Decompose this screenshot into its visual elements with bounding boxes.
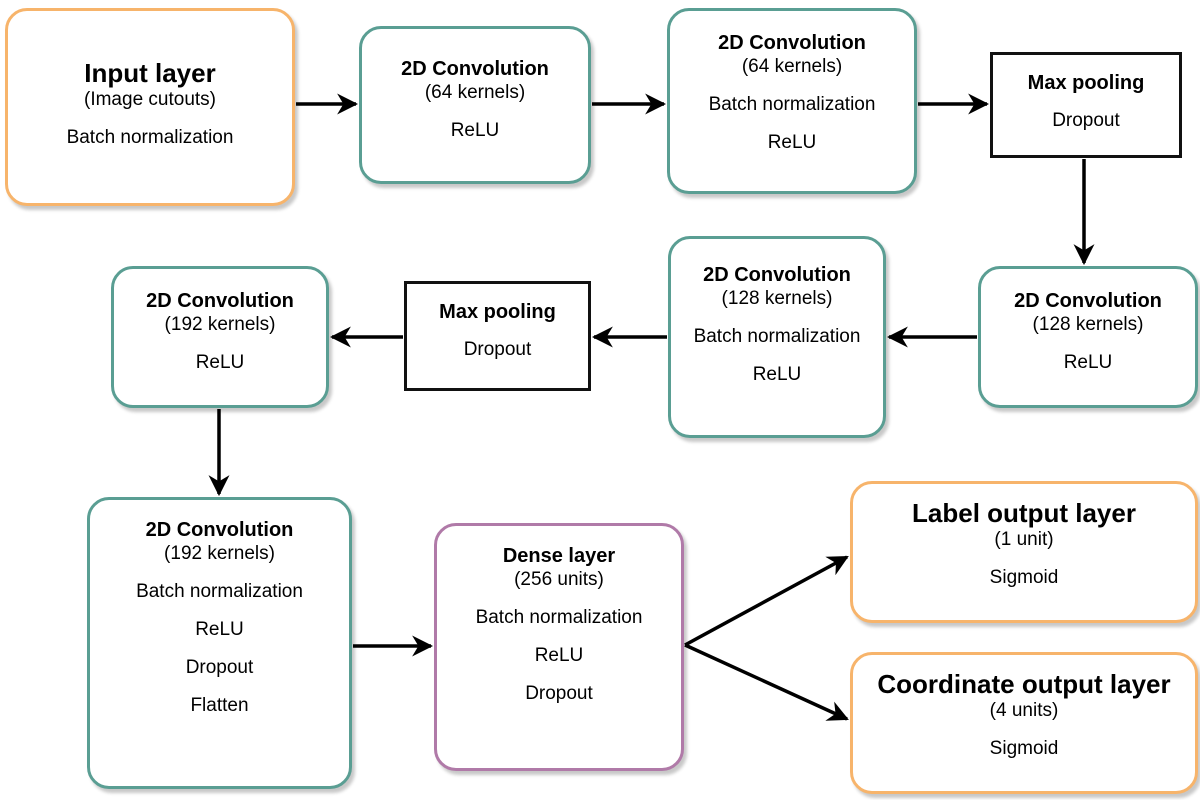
dense-layer-batchnorm: Batch normalization bbox=[475, 607, 643, 628]
coordinate-output-units: (4 units) bbox=[989, 700, 1059, 721]
dense-layer-activation: ReLU bbox=[534, 645, 584, 666]
conv2-node: 2D Convolution (64 kernels) Batch normal… bbox=[667, 8, 917, 194]
conv1-kernels: (64 kernels) bbox=[424, 82, 526, 103]
label-output-activation: Sigmoid bbox=[989, 567, 1059, 588]
conv1-activation: ReLU bbox=[450, 120, 500, 141]
conv2-activation: ReLU bbox=[767, 132, 817, 153]
label-output-layer-node: Label output layer (1 unit) Sigmoid bbox=[850, 481, 1198, 623]
conv2-batchnorm: Batch normalization bbox=[708, 94, 876, 115]
conv4-title: 2D Convolution bbox=[703, 264, 851, 286]
maxpool2-node: Max pooling Dropout bbox=[404, 281, 591, 391]
conv6-dropout: Dropout bbox=[185, 657, 254, 678]
coordinate-output-activation: Sigmoid bbox=[989, 738, 1059, 759]
dense-layer-node: Dense layer (256 units) Batch normalizat… bbox=[434, 523, 684, 771]
conv6-flatten: Flatten bbox=[190, 695, 249, 716]
conv5-activation: ReLU bbox=[195, 352, 245, 373]
conv2-title: 2D Convolution bbox=[718, 32, 866, 54]
conv5-node: 2D Convolution (192 kernels) ReLU bbox=[111, 266, 329, 408]
conv4-kernels: (128 kernels) bbox=[721, 288, 833, 309]
conv4-node: 2D Convolution (128 kernels) Batch norma… bbox=[668, 236, 886, 438]
maxpool2-title: Max pooling bbox=[439, 301, 556, 323]
coordinate-output-title: Coordinate output layer bbox=[877, 669, 1171, 699]
label-output-title: Label output layer bbox=[912, 498, 1136, 528]
input-layer-op: Batch normalization bbox=[66, 127, 234, 148]
conv6-title: 2D Convolution bbox=[145, 519, 294, 541]
dense-layer-title: Dense layer bbox=[502, 545, 616, 567]
conv6-node: 2D Convolution (192 kernels) Batch norma… bbox=[87, 497, 352, 789]
label-output-units: (1 unit) bbox=[994, 529, 1054, 550]
arrow-dense-to-label-output bbox=[684, 555, 849, 647]
conv4-activation: ReLU bbox=[752, 364, 802, 385]
conv2-kernels: (64 kernels) bbox=[741, 56, 843, 77]
conv3-activation: ReLU bbox=[1063, 352, 1113, 373]
conv3-title: 2D Convolution bbox=[1014, 290, 1162, 312]
conv5-kernels: (192 kernels) bbox=[164, 314, 276, 335]
maxpool2-dropout: Dropout bbox=[463, 339, 532, 360]
input-layer-subtitle: (Image cutouts) bbox=[84, 89, 216, 110]
conv6-activation: ReLU bbox=[195, 619, 244, 640]
maxpool1-dropout: Dropout bbox=[1052, 110, 1120, 131]
arrow-dense-to-coordinate-output bbox=[684, 643, 849, 721]
dense-layer-units: (256 units) bbox=[514, 569, 604, 590]
conv6-kernels: (192 kernels) bbox=[164, 543, 275, 564]
conv1-title: 2D Convolution bbox=[401, 58, 549, 80]
input-layer-title: Input layer bbox=[84, 58, 216, 88]
conv5-title: 2D Convolution bbox=[146, 290, 294, 312]
maxpool1-title: Max pooling bbox=[1027, 72, 1145, 94]
dense-layer-dropout: Dropout bbox=[525, 683, 593, 704]
conv6-batchnorm: Batch normalization bbox=[136, 581, 303, 602]
conv3-node: 2D Convolution (128 kernels) ReLU bbox=[978, 266, 1198, 408]
conv4-batchnorm: Batch normalization bbox=[693, 326, 861, 347]
input-layer-node: Input layer (Image cutouts) Batch normal… bbox=[5, 8, 295, 206]
coordinate-output-layer-node: Coordinate output layer (4 units) Sigmoi… bbox=[850, 652, 1198, 794]
maxpool1-node: Max pooling Dropout bbox=[990, 52, 1182, 158]
conv1-node: 2D Convolution (64 kernels) ReLU bbox=[359, 26, 591, 184]
conv3-kernels: (128 kernels) bbox=[1032, 314, 1144, 335]
